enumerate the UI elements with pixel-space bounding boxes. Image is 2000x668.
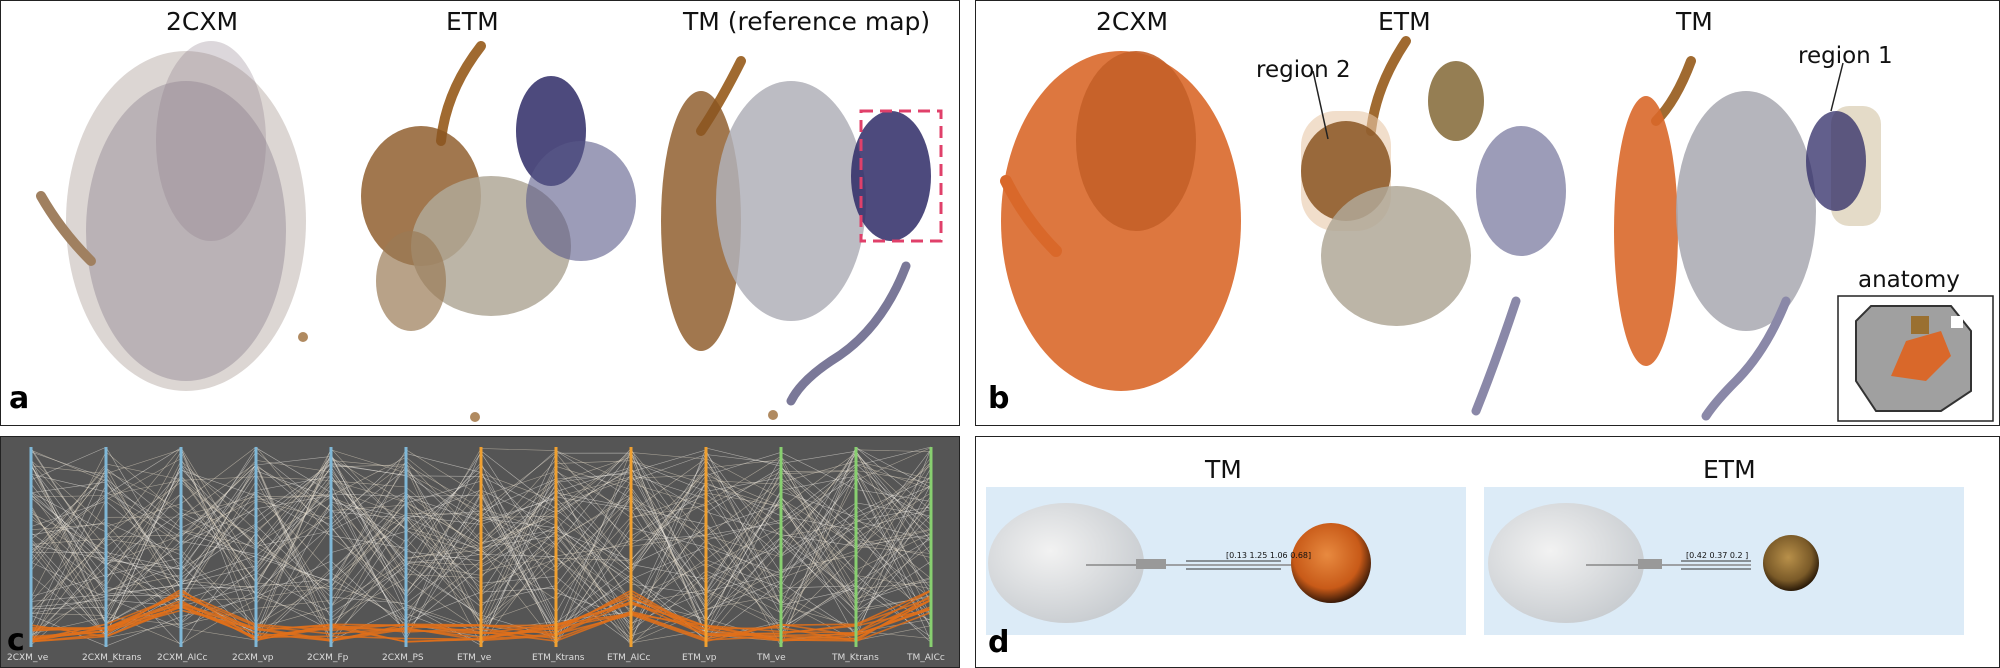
panel-b: 2CXM ETM TM region 2 region 1 anatomy b	[975, 0, 2000, 426]
anatomy-inset	[1837, 295, 1994, 422]
region-1-arrow	[1830, 62, 1844, 112]
axis-label: 2CXM_Fp	[307, 653, 349, 663]
axis-label: ETM_vp	[682, 653, 717, 663]
panel-letter: a	[9, 381, 30, 416]
panel-c: 2CXM_ve 2CXM_Ktrans 2CXM_AICc 2CXM_vp 2CXM_F…	[0, 436, 960, 668]
map-title: TM (reference map)	[683, 7, 931, 36]
axis-label: TM_ve	[757, 653, 786, 663]
axis-label: ETM_ve	[457, 653, 492, 663]
map-title: ETM	[1378, 7, 1431, 36]
panel-letter: b	[988, 381, 1010, 416]
panel-a: 2CXM ETM TM (reference map) a	[0, 0, 960, 426]
panel-a-maps	[36, 41, 943, 422]
glyph-title: TM	[1205, 455, 1242, 484]
axis-label: 2CXM_vp	[232, 653, 274, 663]
panel-b-maps	[1000, 36, 1994, 422]
map-b-2cxm	[1000, 51, 1241, 391]
region-1-label: region 1	[1798, 43, 1893, 69]
axis-label: TM_Ktrans	[832, 653, 879, 663]
panel-letter: d	[988, 625, 1010, 660]
panel-letter: c	[7, 623, 25, 658]
region-2-arrow	[1312, 70, 1329, 140]
map-b-tm	[1614, 56, 1881, 421]
map-title: TM	[1676, 7, 1713, 36]
glyph-title: ETM	[1703, 455, 1756, 484]
glyph-values-label: [0.42 0.37 0.2 ]	[1686, 551, 1749, 560]
glyphs	[988, 503, 1819, 623]
glyph-etm	[1488, 503, 1819, 623]
glyph-tm	[988, 503, 1371, 623]
axis-label: TM_AICc	[907, 653, 945, 663]
parallel-coordinates	[29, 446, 933, 648]
map-a-2cxm	[36, 41, 308, 391]
panel-d: TM ETM [0.13 1.25 1.06 0.68] [0.42 0.37 …	[975, 436, 2000, 668]
map-title: 2CXM	[1096, 7, 1169, 36]
axis-label: 2CXM_AICc	[157, 653, 208, 663]
map-title: 2CXM	[166, 7, 239, 36]
axis-label: ETM_AICc	[607, 653, 651, 663]
map-title: ETM	[446, 7, 499, 36]
axis-label: ETM_Ktrans	[532, 653, 585, 663]
axis-label: 2CXM_Ktrans	[82, 653, 142, 663]
axis-label: 2CXM_ve	[7, 653, 49, 663]
axis-label: 2CXM_PS	[382, 653, 424, 663]
anatomy-label: anatomy	[1858, 267, 1960, 293]
map-a-tm	[661, 56, 943, 420]
glyph-values-label: [0.13 1.25 1.06 0.68]	[1226, 551, 1312, 560]
region-2-label: region 2	[1256, 57, 1351, 83]
reference-box	[859, 109, 943, 243]
map-a-etm	[361, 41, 636, 422]
map-b-etm	[1301, 36, 1566, 416]
